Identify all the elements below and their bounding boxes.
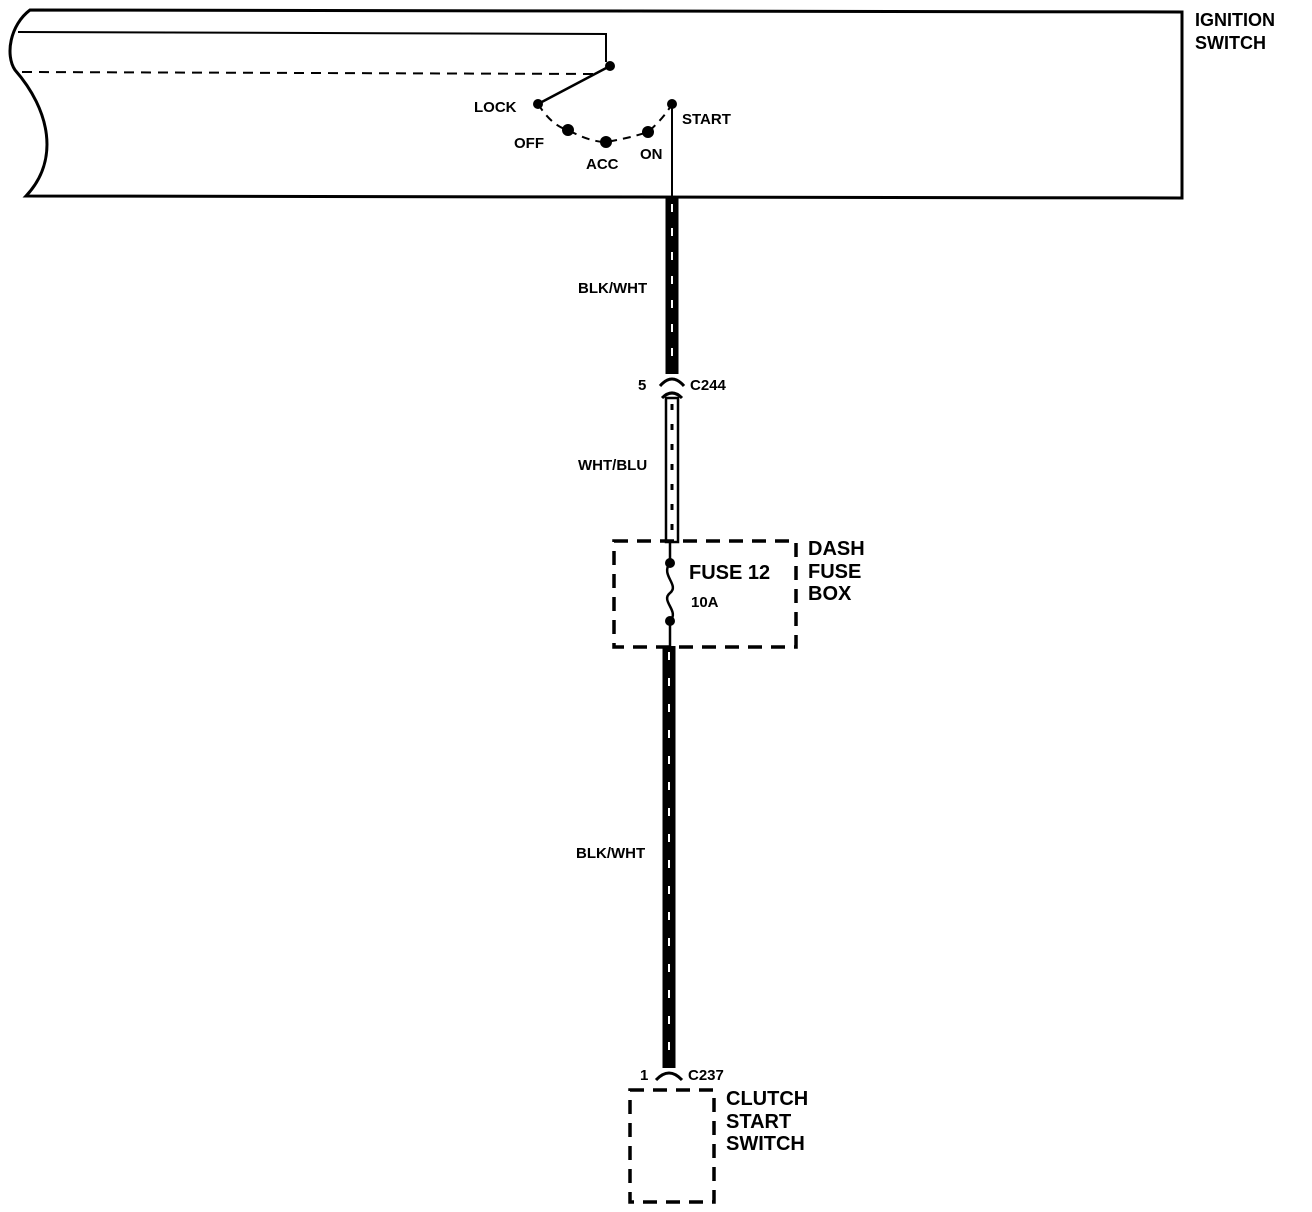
contact-off xyxy=(562,124,574,136)
position-label-start: START xyxy=(682,111,731,128)
c237-id-label: C237 xyxy=(688,1067,724,1084)
clutch-switch-title-1: CLUTCH xyxy=(726,1088,808,1110)
switch-pivot xyxy=(605,61,615,71)
contact-lock xyxy=(533,99,543,109)
position-arc xyxy=(537,103,673,144)
connector-c244-male xyxy=(660,391,684,400)
fuse-label: FUSE 12 xyxy=(689,562,770,584)
ignition-switch-title-2: SWITCH xyxy=(1195,33,1266,53)
dash-fuse-box xyxy=(612,539,798,649)
fuse-rating: 10A xyxy=(691,594,719,611)
fuse-box-title-1: DASH xyxy=(808,538,865,560)
position-label-off: OFF xyxy=(514,135,544,152)
ignition-switch-housing xyxy=(8,8,1184,200)
wire-color-label-1: BLK/WHT xyxy=(578,280,647,297)
switch-arm xyxy=(537,64,611,106)
c237-pin-label: 1 xyxy=(640,1067,648,1084)
switch-linkage xyxy=(17,31,607,62)
connector-c237 xyxy=(654,1071,684,1082)
contact-acc xyxy=(600,136,612,148)
position-label-lock: LOCK xyxy=(474,99,517,116)
clutch-switch-title-2: START xyxy=(726,1111,791,1133)
fuse-12-symbol xyxy=(665,562,675,622)
switch-linkage-dashed xyxy=(21,71,599,75)
position-label-acc: ACC xyxy=(586,156,619,173)
wire-color-label-3: BLK/WHT xyxy=(576,845,645,862)
contact-on xyxy=(642,126,654,138)
fuse-box-title-2: FUSE xyxy=(808,561,861,583)
c244-id-label: C244 xyxy=(690,377,727,394)
clutch-switch-title-3: SWITCH xyxy=(726,1133,805,1155)
ignition-switch-title-1: IGNITION xyxy=(1195,10,1275,30)
connector-c244-female xyxy=(658,377,686,388)
c244-pin-label: 5 xyxy=(638,377,646,394)
wire-color-label-2: WHT/BLU xyxy=(578,457,647,474)
fuse-box-title-3: BOX xyxy=(808,583,852,605)
position-label-on: ON xyxy=(640,146,663,163)
clutch-start-switch-box xyxy=(628,1088,716,1204)
